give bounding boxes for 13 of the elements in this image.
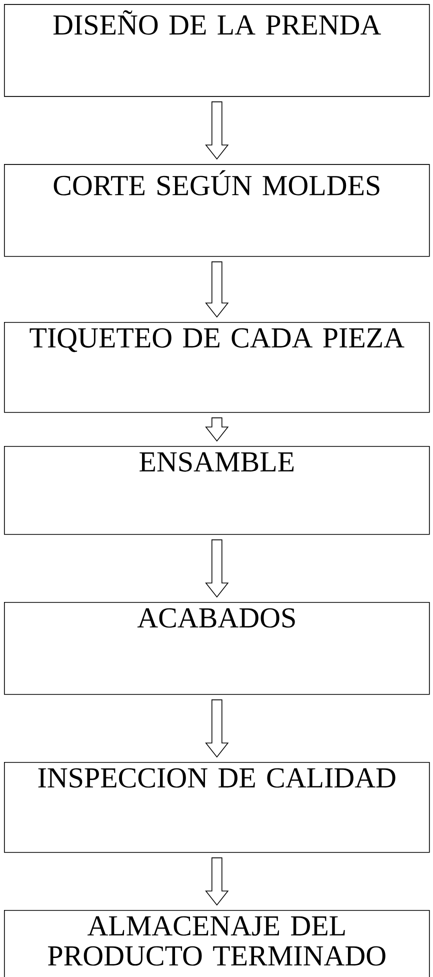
arrow <box>205 539 229 598</box>
process-box: ENSAMBLE <box>4 446 430 535</box>
process-box: CORTE SEGÚN MOLDES <box>4 164 430 257</box>
process-box: DISEÑO DE LA PRENDA <box>4 4 430 97</box>
arrow <box>205 261 229 318</box>
arrow <box>205 417 229 442</box>
arrow <box>205 857 229 906</box>
process-box: INSPECCION DE CALIDAD <box>4 762 430 853</box>
process-box: ALMACENAJE DEL PRODUCTO TERMINADO <box>4 910 430 977</box>
process-box: ACABADOS <box>4 602 430 695</box>
arrow <box>205 101 229 160</box>
arrow <box>205 699 229 758</box>
process-box: TIQUETEO DE CADA PIEZA <box>4 322 430 413</box>
